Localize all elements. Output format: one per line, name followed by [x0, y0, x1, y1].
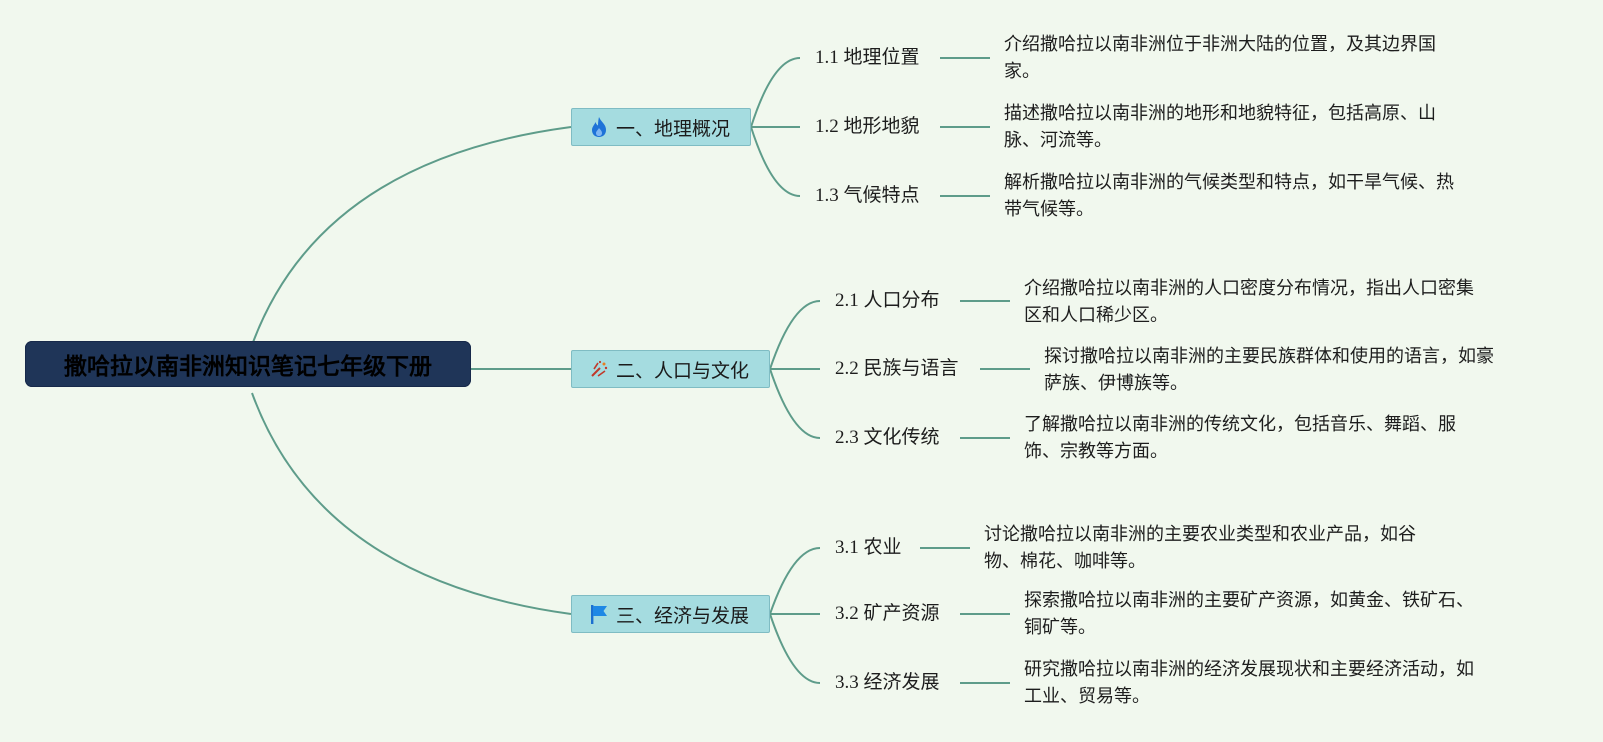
branch-label: 三、经济与发展 [616, 604, 750, 627]
connector-root-branch-1 [251, 126, 572, 346]
subtopic-1-2[interactable]: 1.2 地形地貌 [815, 116, 920, 137]
party-popper-icon [588, 358, 610, 380]
description-1-2: 描述撒哈拉以南非洲的地形和地貌特征，包括高原、山 脉、河流等。 [1004, 103, 1436, 151]
root-title: 撒哈拉以南非洲知识笔记七年级下册 [64, 354, 432, 380]
description-1-3: 解析撒哈拉以南非洲的气候类型和特点，如干旱气候、热 带气候等。 [1004, 172, 1454, 220]
connector-b3-s3 [769, 613, 821, 684]
connector-b2-s1 [769, 300, 821, 370]
branch-label: 二、人口与文化 [616, 359, 750, 382]
subtopic-3-3[interactable]: 3.3 经济发展 [835, 672, 940, 693]
description-2-3: 了解撒哈拉以南非洲的传统文化，包括音乐、舞蹈、服 饰、宗教等方面。 [1024, 414, 1456, 462]
branch-label: 一、地理概况 [616, 117, 731, 140]
flag-icon [588, 603, 610, 625]
subtopic-3-1[interactable]: 3.1 农业 [835, 537, 902, 558]
subtopic-3-2[interactable]: 3.2 矿产资源 [835, 603, 940, 624]
subtopic-2-3[interactable]: 2.3 文化传统 [835, 427, 940, 448]
connector-b3-s1 [769, 547, 821, 615]
branch-geography[interactable]: 一、地理概况 [571, 108, 751, 146]
description-2-1: 介绍撒哈拉以南非洲的人口密度分布情况，指出人口密集 区和人口稀少区。 [1024, 278, 1474, 326]
branch-economy[interactable]: 三、经济与发展 [571, 595, 770, 633]
connector-root-branch-3 [251, 392, 572, 615]
fire-icon [588, 116, 610, 138]
subtopic-2-1[interactable]: 2.1 人口分布 [835, 290, 940, 311]
connector-b1-s3 [750, 126, 801, 197]
subtopic-2-2[interactable]: 2.2 民族与语言 [835, 358, 959, 379]
connector-b1-s1 [750, 57, 801, 128]
connector-b2-s3 [769, 368, 821, 439]
subtopic-1-3[interactable]: 1.3 气候特点 [815, 185, 920, 206]
branch-population-culture[interactable]: 二、人口与文化 [571, 350, 770, 388]
description-3-1: 讨论撒哈拉以南非洲的主要农业类型和农业产品，如谷 物、棉花、咖啡等。 [984, 524, 1416, 572]
description-3-2: 探索撒哈拉以南非洲的主要矿产资源，如黄金、铁矿石、 铜矿等。 [1024, 590, 1474, 638]
description-3-3: 研究撒哈拉以南非洲的经济发展现状和主要经济活动，如 工业、贸易等。 [1024, 659, 1474, 707]
root-node[interactable]: 撒哈拉以南非洲知识笔记七年级下册 [25, 341, 471, 387]
description-1-1: 介绍撒哈拉以南非洲位于非洲大陆的位置，及其边界国 家。 [1004, 34, 1436, 82]
subtopic-1-1[interactable]: 1.1 地理位置 [815, 47, 920, 68]
description-2-2: 探讨撒哈拉以南非洲的主要民族群体和使用的语言，如豪 萨族、伊博族等。 [1044, 346, 1494, 394]
